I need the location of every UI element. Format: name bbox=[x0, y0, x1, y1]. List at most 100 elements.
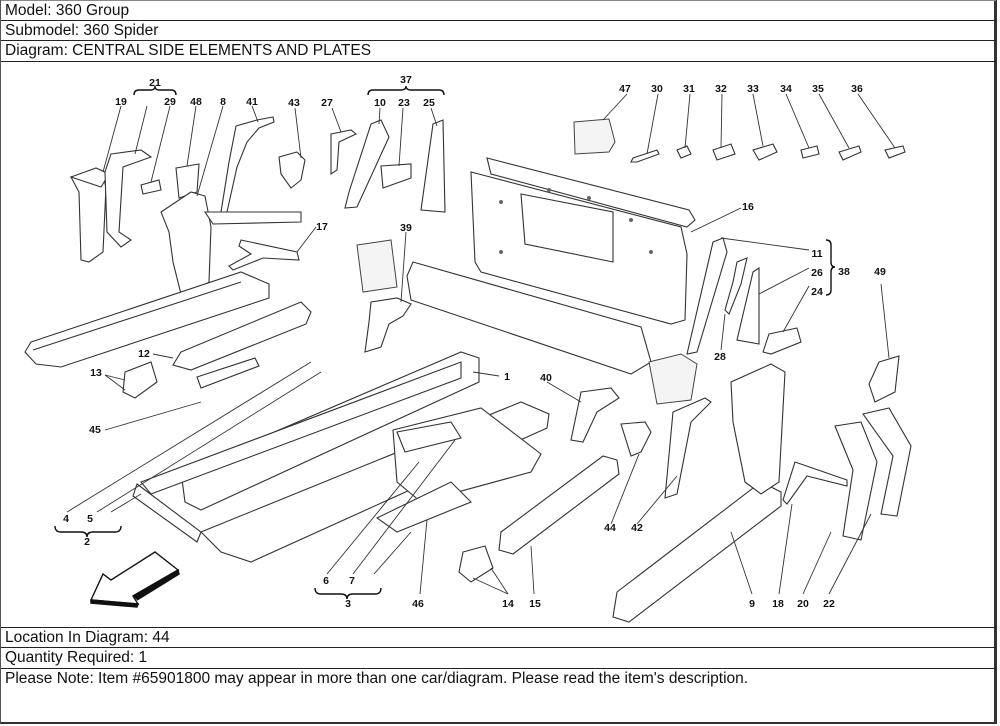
callout-11: 11 bbox=[811, 248, 823, 260]
part-49[interactable] bbox=[868, 355, 900, 403]
callout-33: 33 bbox=[747, 83, 759, 95]
callout-7: 7 bbox=[349, 575, 355, 587]
part-46[interactable] bbox=[375, 481, 472, 533]
callout-27: 27 bbox=[321, 97, 333, 109]
callout-28: 28 bbox=[714, 351, 726, 363]
callout-17: 17 bbox=[316, 221, 328, 233]
part-32[interactable] bbox=[712, 143, 736, 161]
callout-14: 14 bbox=[502, 598, 514, 610]
part-9[interactable] bbox=[612, 363, 786, 623]
part-44[interactable] bbox=[620, 421, 652, 457]
callout-20: 20 bbox=[797, 598, 809, 610]
callout-22: 22 bbox=[823, 598, 835, 610]
callout-23: 23 bbox=[398, 97, 410, 109]
callout-46: 46 bbox=[412, 598, 424, 610]
part-43[interactable] bbox=[278, 151, 306, 189]
callout-29: 29 bbox=[164, 96, 176, 108]
part-sill-left[interactable] bbox=[24, 271, 270, 368]
arrow-down-left-icon bbox=[89, 551, 180, 608]
part-30[interactable] bbox=[630, 149, 660, 163]
part-26[interactable] bbox=[736, 266, 760, 345]
part-19[interactable] bbox=[69, 167, 110, 263]
parts-diagram: 21 37 19 29 48 8 41 43 27 10 23 25 47 30… bbox=[1, 62, 996, 627]
part-29[interactable] bbox=[140, 179, 162, 195]
callout-5: 5 bbox=[87, 513, 93, 525]
callout-2: 2 bbox=[84, 536, 90, 548]
callout-38: 38 bbox=[838, 266, 850, 278]
part-box-faded-2 bbox=[648, 353, 698, 405]
part-2[interactable] bbox=[132, 483, 202, 543]
part-23[interactable] bbox=[380, 163, 412, 189]
submodel-label: Submodel: 360 Spider bbox=[1, 21, 996, 41]
callout-19: 19 bbox=[115, 96, 127, 108]
part-35[interactable] bbox=[838, 145, 862, 161]
callout-34: 34 bbox=[780, 83, 792, 95]
part-16[interactable] bbox=[470, 157, 696, 325]
callout-26: 26 bbox=[811, 267, 823, 279]
part-36[interactable] bbox=[884, 145, 906, 159]
callout-25: 25 bbox=[423, 97, 435, 109]
callout-30: 30 bbox=[651, 83, 663, 95]
callout-43: 43 bbox=[288, 97, 300, 109]
callout-18: 18 bbox=[772, 598, 784, 610]
callout-6: 6 bbox=[323, 575, 329, 587]
callout-48: 48 bbox=[190, 96, 202, 108]
part-34[interactable] bbox=[800, 145, 820, 159]
part-11[interactable] bbox=[686, 237, 728, 355]
callout-16: 16 bbox=[742, 201, 754, 213]
part-3[interactable] bbox=[392, 407, 542, 503]
part-27[interactable] bbox=[330, 129, 358, 176]
callout-45: 45 bbox=[89, 424, 101, 436]
callout-21: 21 bbox=[149, 77, 161, 89]
callout-41: 41 bbox=[246, 96, 258, 108]
callout-44: 44 bbox=[604, 522, 616, 534]
part-45[interactable] bbox=[196, 357, 260, 389]
part-41[interactable] bbox=[220, 116, 275, 213]
callout-4: 4 bbox=[63, 513, 69, 525]
callout-9: 9 bbox=[749, 598, 755, 610]
callout-3: 3 bbox=[345, 598, 351, 610]
part-40[interactable] bbox=[570, 387, 620, 443]
callout-36: 36 bbox=[851, 83, 863, 95]
callout-40: 40 bbox=[540, 372, 552, 384]
part-18[interactable] bbox=[782, 461, 848, 505]
part-13[interactable] bbox=[122, 361, 158, 399]
part-14[interactable] bbox=[458, 545, 494, 583]
callout-42: 42 bbox=[631, 522, 643, 534]
callout-15: 15 bbox=[529, 598, 541, 610]
leader-lines bbox=[66, 93, 896, 595]
part-cross-member[interactable] bbox=[406, 261, 652, 375]
group-braces bbox=[54, 85, 836, 600]
part-12[interactable] bbox=[172, 301, 312, 371]
callout-24: 24 bbox=[811, 286, 823, 298]
part-25[interactable] bbox=[420, 119, 446, 213]
callout-31: 31 bbox=[683, 83, 695, 95]
part-42[interactable] bbox=[664, 397, 712, 499]
callout-37: 37 bbox=[400, 74, 412, 86]
part-17[interactable] bbox=[228, 239, 300, 271]
model-label: Model: 360 Group bbox=[1, 0, 996, 21]
diagram-title: Diagram: CENTRAL SIDE ELEMENTS AND PLATE… bbox=[1, 41, 996, 62]
part-22[interactable] bbox=[862, 407, 912, 517]
callout-10: 10 bbox=[374, 97, 386, 109]
fasteners bbox=[630, 143, 906, 163]
part-39[interactable] bbox=[364, 297, 412, 353]
callout-12: 12 bbox=[138, 348, 150, 360]
part-33[interactable] bbox=[752, 143, 778, 161]
callout-13: 13 bbox=[90, 367, 102, 379]
part-48[interactable] bbox=[175, 163, 200, 199]
part-47[interactable] bbox=[573, 118, 616, 155]
callout-8: 8 bbox=[220, 96, 226, 108]
part-15[interactable] bbox=[498, 455, 620, 555]
part-21[interactable] bbox=[104, 149, 153, 248]
part-20[interactable] bbox=[834, 421, 878, 541]
part-box-faded bbox=[356, 239, 398, 293]
callout-49: 49 bbox=[874, 266, 886, 278]
part-28[interactable] bbox=[724, 257, 748, 315]
callout-35: 35 bbox=[812, 83, 824, 95]
part-31[interactable] bbox=[676, 145, 692, 159]
part-24[interactable] bbox=[762, 327, 802, 355]
part-10[interactable] bbox=[344, 119, 390, 209]
callout-32: 32 bbox=[715, 83, 727, 95]
